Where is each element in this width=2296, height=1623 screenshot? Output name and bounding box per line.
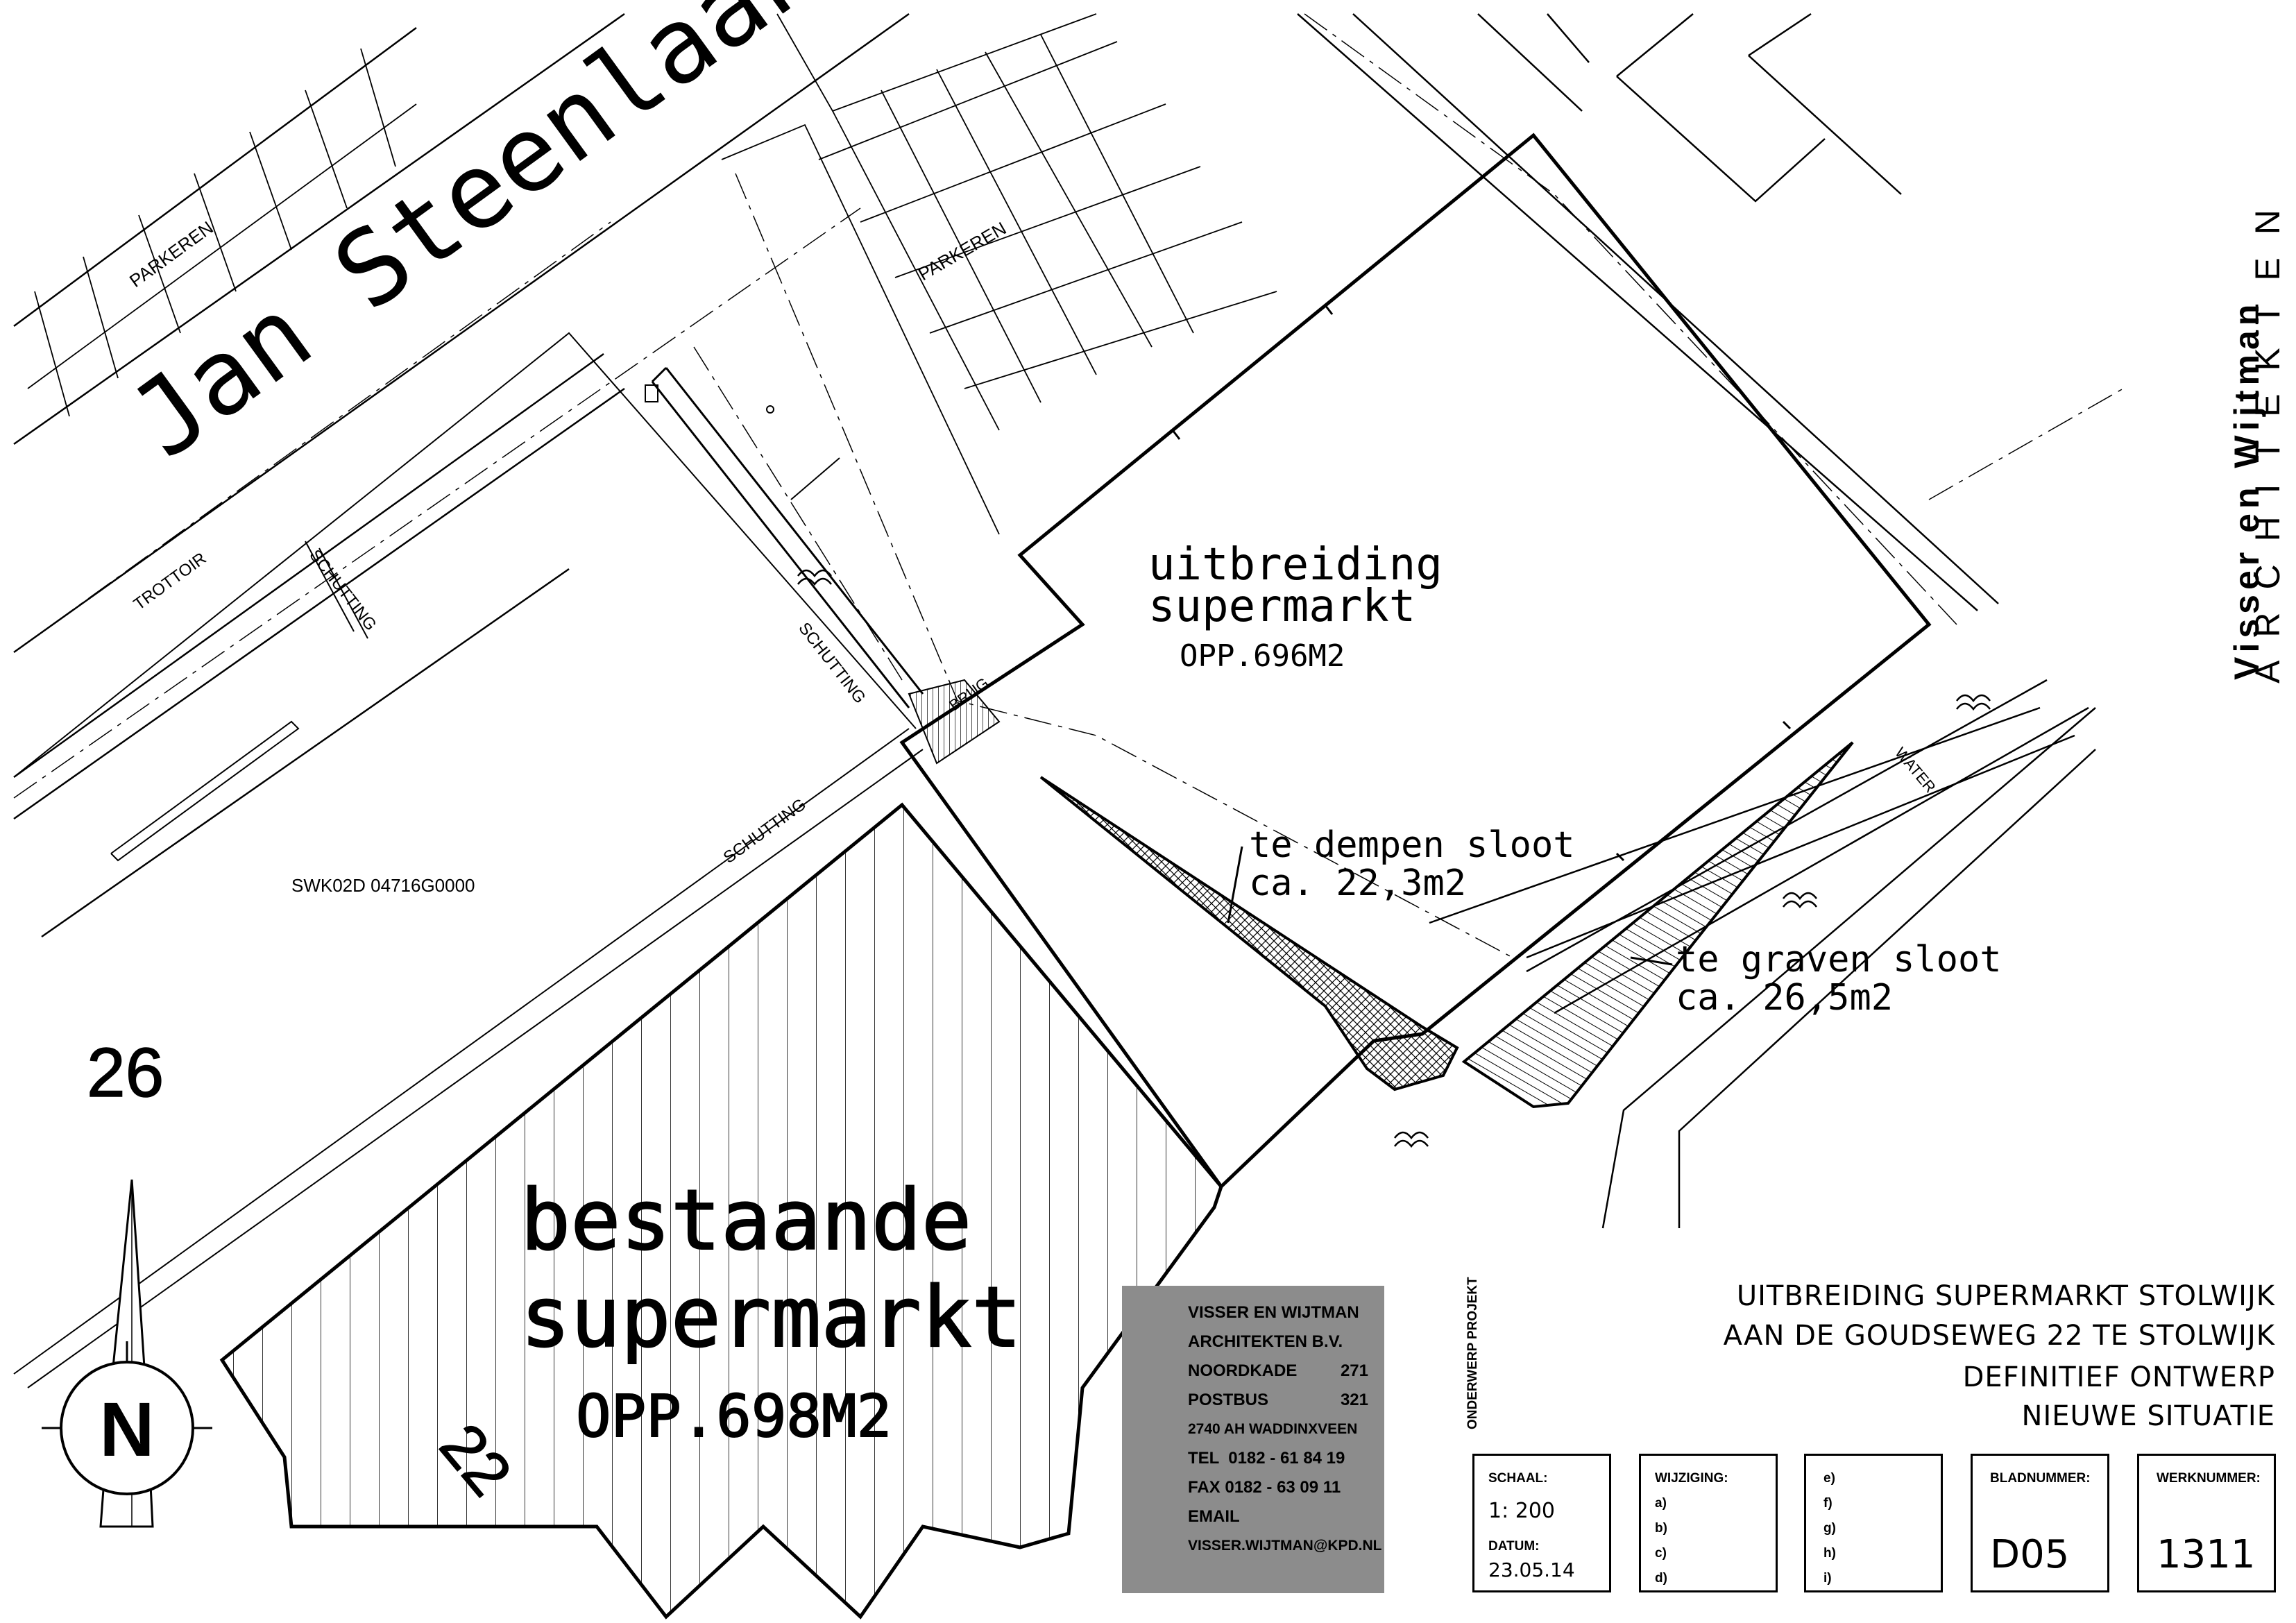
north-arrow: N	[42, 1179, 212, 1528]
tb-wijziging-i: i)	[1823, 1571, 1832, 1586]
label-house-26: 26	[87, 1034, 164, 1112]
ditch-fill-leader	[1227, 846, 1243, 924]
subject-line-2: NIEUWE SITUATIE	[2021, 1400, 2275, 1432]
tb-wijziging-label: WIJZIGING:	[1655, 1471, 1728, 1486]
tb-datum-value: 23.05.14	[1488, 1558, 1575, 1581]
label-parkeren-left: PARKEREN	[126, 217, 217, 291]
extension-line2: supermarkt	[1148, 581, 1415, 632]
existing-line2: supermarkt	[520, 1270, 1021, 1366]
logo-line1: Visser en Wijtman	[2227, 300, 2266, 680]
tb-werknummer-box: WERKNUMMER: 1311	[2137, 1454, 2276, 1592]
label-schutting-3: SCHUTTING	[720, 795, 810, 867]
ditch-dig-area	[1461, 741, 1854, 1109]
street-centerline	[13, 207, 861, 799]
tb-werknummer-label: WERKNUMMER:	[2157, 1471, 2261, 1486]
architect-street-row: NOORDKADE 271	[1188, 1357, 1368, 1386]
tb-bladnummer-value: D05	[1990, 1532, 2070, 1577]
tb-bladnummer-box: BLADNUMMER: D05	[1971, 1454, 2109, 1592]
ditch-fill-line2: ca. 22,3m2	[1249, 863, 1466, 904]
architect-email: VISSER.WIJTMAN@KPD.NL	[1188, 1538, 1382, 1554]
label-parcel-code: SWK02D 04716G0000	[291, 875, 475, 896]
tb-wijziging-f: f)	[1823, 1496, 1832, 1511]
ditch-dig-line2: ca. 26,5m2	[1676, 977, 1893, 1019]
architect-fax-row: FAX 0182 - 63 09 11	[1188, 1473, 1368, 1502]
tb-wijziging-b: b)	[1655, 1521, 1667, 1536]
tb-werknummer-value: 1311	[2157, 1532, 2256, 1577]
architect-email-label-row: EMAIL	[1188, 1502, 1368, 1531]
parking-left	[27, 48, 417, 417]
architect-name2: ARCHITEKTEN B.V.	[1188, 1332, 1343, 1351]
architect-email-label: EMAIL	[1188, 1507, 1240, 1526]
shed-strip	[645, 366, 924, 708]
ditch-dig-line1: te graven sloot	[1676, 939, 2002, 980]
architect-postbus-row: POSTBUS 321	[1188, 1386, 1368, 1415]
tb-wijziging-e: e)	[1823, 1471, 1835, 1486]
tb-projekt-label: PROJEKT	[1465, 1277, 1480, 1339]
parking-right	[721, 13, 1277, 535]
architect-info-box: VISSER EN WIJTMAN ARCHITEKTEN B.V. NOORD…	[1122, 1286, 1384, 1593]
architect-tel: TEL 0182 - 61 84 19	[1188, 1449, 1345, 1468]
existing-area: OPP.698M2	[576, 1382, 892, 1450]
bridge-hatch	[908, 679, 1001, 765]
architect-city: 2740 AH WADDINXVEEN	[1188, 1421, 1358, 1437]
tb-wijziging-g: g)	[1823, 1521, 1836, 1536]
architect-postbus-label: POSTBUS	[1188, 1391, 1269, 1409]
architect-name1: VISSER EN WIJTMAN	[1188, 1303, 1359, 1322]
tb-wijziging-box-1: WIJZIGING: a) b) c) d)	[1639, 1454, 1778, 1592]
extension-line1: uitbreiding	[1148, 539, 1443, 590]
ditch-fill-area	[1039, 776, 1459, 1091]
middle-plot	[13, 332, 924, 1388]
architect-name-row-1: VISSER EN WIJTMAN	[1188, 1298, 1368, 1327]
tb-wijziging-c: c)	[1655, 1546, 1667, 1561]
tb-schaal-label: SCHAAL:	[1488, 1471, 1548, 1486]
existing-line1: bestaande	[520, 1173, 971, 1269]
tb-wijziging-d: d)	[1655, 1571, 1667, 1586]
architect-street-number: 271	[1340, 1361, 1368, 1380]
logo-line2: ARCHITEKTEN	[2248, 187, 2287, 683]
subject-line-1: DEFINITIEF ONTWERP	[1962, 1361, 2275, 1393]
water-symbols	[797, 569, 1991, 1148]
label-trottoir: TROTTOIR	[130, 549, 210, 614]
tb-schaal-box: SCHAAL: 1: 200 DATUM: 23.05.14	[1472, 1454, 1611, 1592]
street-lines	[13, 12, 910, 938]
architect-tel-row: TEL 0182 - 61 84 19	[1188, 1444, 1368, 1473]
tb-wijziging-a: a)	[1655, 1496, 1667, 1511]
tb-schaal-value: 1: 200	[1488, 1499, 1555, 1523]
project-line-1: UITBREIDING SUPERMARKT STOLWIJK	[1736, 1280, 2275, 1312]
ditch-dig-leader	[1630, 956, 1673, 966]
extension-ticks	[1171, 305, 1792, 862]
project-line-2: AAN DE GOUDSEWEG 22 TE STOLWIJK	[1723, 1320, 2275, 1352]
extension-area: OPP.696M2	[1180, 638, 1345, 674]
label-parkeren-right: PARKEREN	[915, 218, 1010, 285]
label-schutting-1: SCHUTTING	[305, 546, 380, 634]
architect-fax: FAX 0182 - 63 09 11	[1188, 1478, 1341, 1497]
architect-street-label: NOORDKADE	[1188, 1361, 1298, 1380]
street-name: Jan Steenlaan	[110, 0, 840, 482]
architect-email-row: VISSER.WIJTMAN@KPD.NL	[1188, 1531, 1382, 1561]
architect-postbus-number: 321	[1340, 1391, 1368, 1409]
architect-name-row-2: ARCHITEKTEN B.V.	[1188, 1327, 1368, 1357]
existing-outline	[219, 802, 1223, 1620]
tb-wijziging-h: h)	[1823, 1546, 1836, 1561]
north-arrow-letter: N	[99, 1387, 154, 1472]
architect-city-row: 2740 AH WADDINXVEEN	[1188, 1415, 1368, 1444]
tb-datum-label: DATUM:	[1488, 1539, 1540, 1554]
ditch-fill-line1: te dempen sloot	[1249, 824, 1575, 866]
tb-wijziging-box-2: e) f) g) h) i)	[1804, 1454, 1943, 1592]
tb-onderwerp-label: ONDERWERP	[1465, 1342, 1480, 1429]
tb-bladnummer-label: BLADNUMMER:	[1990, 1471, 2091, 1486]
